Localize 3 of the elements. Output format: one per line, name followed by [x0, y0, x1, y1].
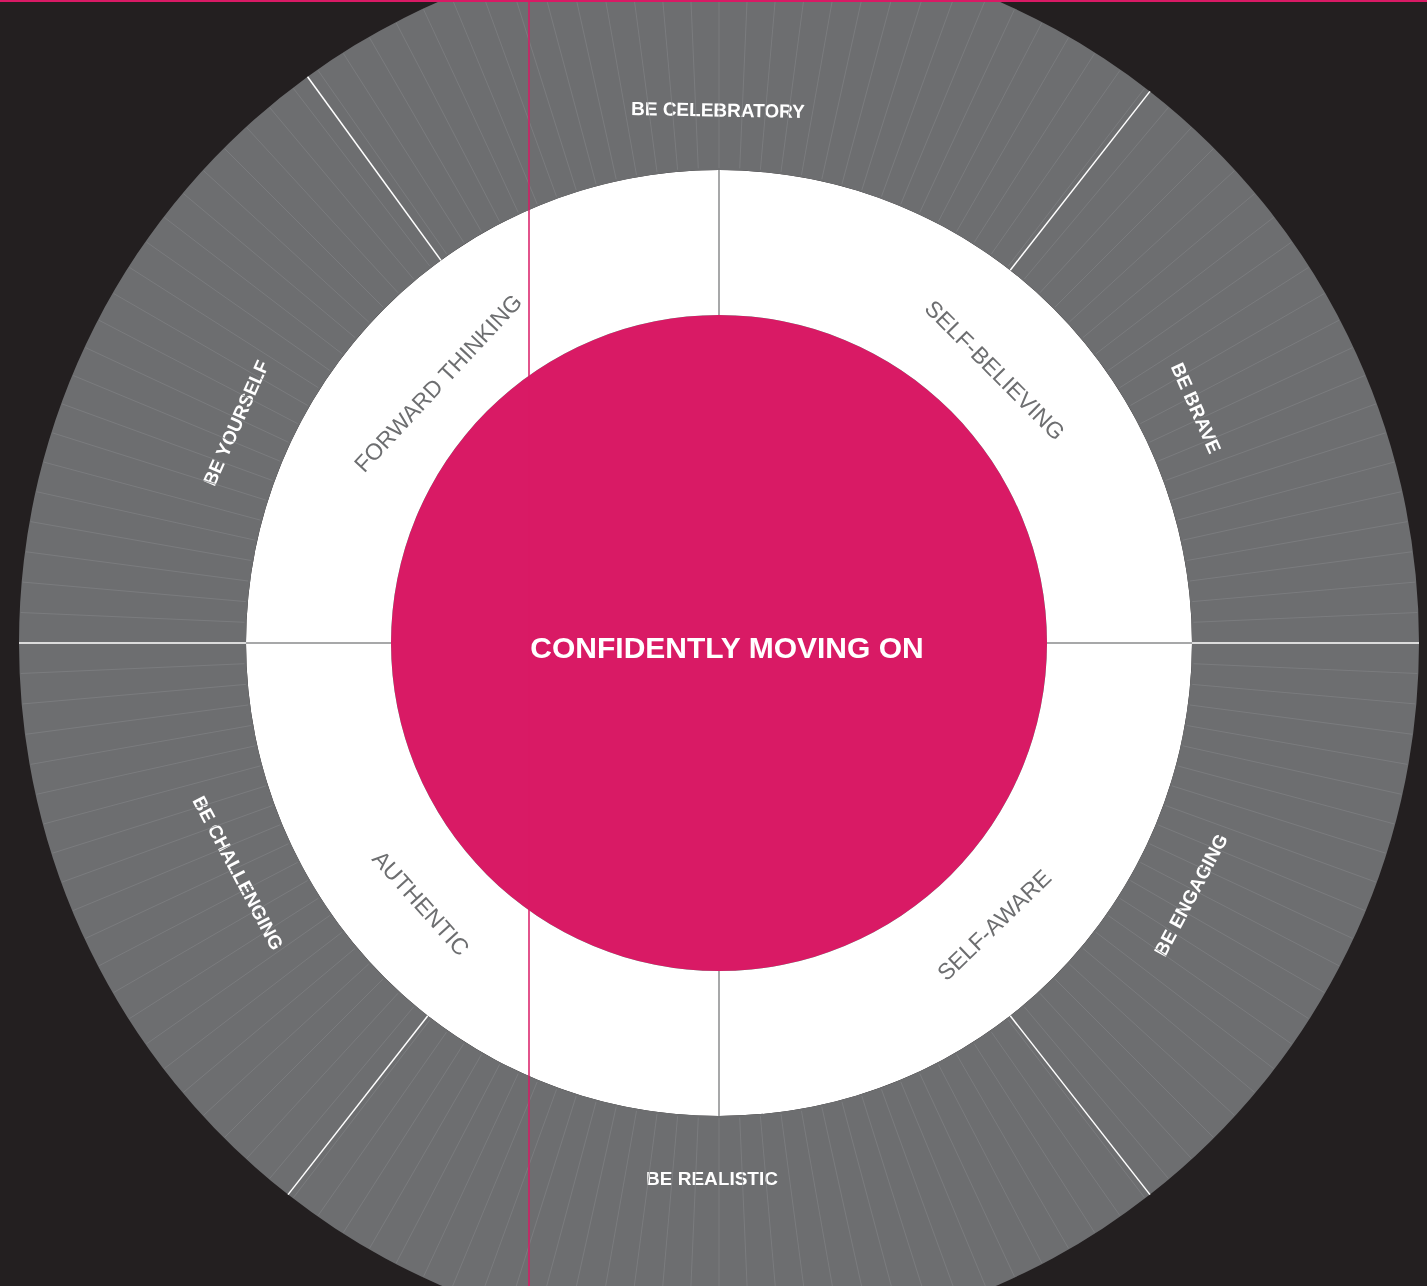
segment-label: BE REALISTIC: [646, 1167, 778, 1189]
center-label: CONFIDENTLY MOVING ON: [530, 630, 924, 664]
segment-label: BE CELEBRATORY: [630, 98, 806, 122]
